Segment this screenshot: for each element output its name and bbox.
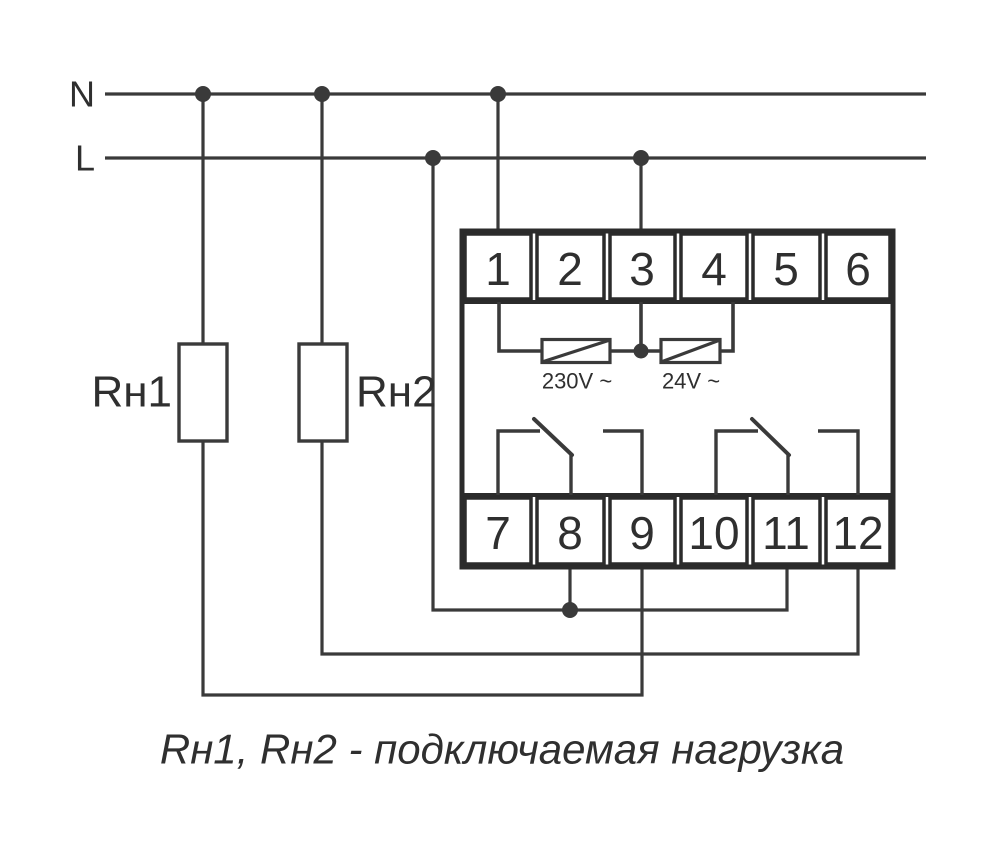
load1-bottom-wire (201, 441, 644, 697)
junction-dot-l-common (425, 150, 441, 166)
coil-24v-label: 24V ~ (662, 369, 720, 394)
contact1-blade (532, 417, 574, 457)
terminal-4-label: 4 (701, 243, 727, 295)
terminal-3-label: 3 (629, 243, 655, 295)
junction-dot-n-terminal1 (490, 86, 506, 102)
coil-230v-diagonal (541, 338, 611, 364)
junction-dot-coils (633, 343, 649, 359)
terminal-cell-6 (824, 232, 892, 301)
contact1-nc-wire (496, 429, 540, 495)
terminal-cell-8 (535, 496, 606, 566)
terminal-5-label: 5 (773, 243, 799, 295)
contact2-no-wire (818, 429, 860, 495)
terminal-cell-11 (751, 496, 822, 566)
load1-resistor (177, 342, 229, 443)
device-outline (459, 228, 896, 570)
relay-contact-2 (714, 417, 860, 495)
load1-label: Rн1 (91, 368, 172, 417)
terminal-cell-2 (535, 232, 606, 301)
terminal-cell-1 (463, 232, 533, 301)
terminal-8-label: 8 (557, 507, 583, 559)
l-common-wire (431, 158, 789, 612)
terminal-cell-12 (824, 496, 892, 566)
load2-label: Rн2 (356, 368, 437, 417)
terminal-1-label: 1 (485, 243, 511, 295)
terminal-10-label: 10 (688, 507, 739, 559)
l-label: L (75, 138, 95, 179)
terminal-7-label: 7 (485, 507, 511, 559)
load2-resistor (297, 342, 349, 443)
contact2-blade (750, 417, 791, 457)
terminal-cell-7 (463, 496, 533, 566)
terminal-cell-3 (608, 232, 677, 301)
n-label: N (69, 74, 95, 115)
terminal-cell-10 (679, 496, 749, 566)
load2-bottom-wire (320, 441, 860, 656)
terminal-11-label: 11 (762, 507, 810, 559)
junction-dot-n-load2 (314, 86, 330, 102)
terminal-12-label: 12 (832, 507, 883, 559)
coil-230v-label: 230V ~ (542, 369, 612, 394)
contact2-nc-wire (714, 429, 758, 495)
junction-dot-n-load1 (195, 86, 211, 102)
contact1-no-wire (603, 429, 644, 495)
junction-dot-terminal8 (562, 602, 578, 618)
coil-24v-diagonal (660, 338, 721, 364)
junction-dot-l-terminal3 (633, 150, 649, 166)
caption: Rн1, Rн2 - подключаемая нагрузка (160, 726, 844, 773)
terminal-cell-9 (608, 496, 677, 566)
relay-contact-1 (496, 417, 644, 495)
coil-24v-return-wire (720, 302, 735, 353)
terminal-cell-5 (751, 232, 822, 301)
terminal-cell-4 (679, 232, 749, 301)
terminal-2-label: 2 (557, 243, 583, 295)
terminal-9-label: 9 (629, 507, 655, 559)
terminal-6-label: 6 (845, 243, 871, 295)
coil-230v-feed-wire (497, 302, 542, 353)
